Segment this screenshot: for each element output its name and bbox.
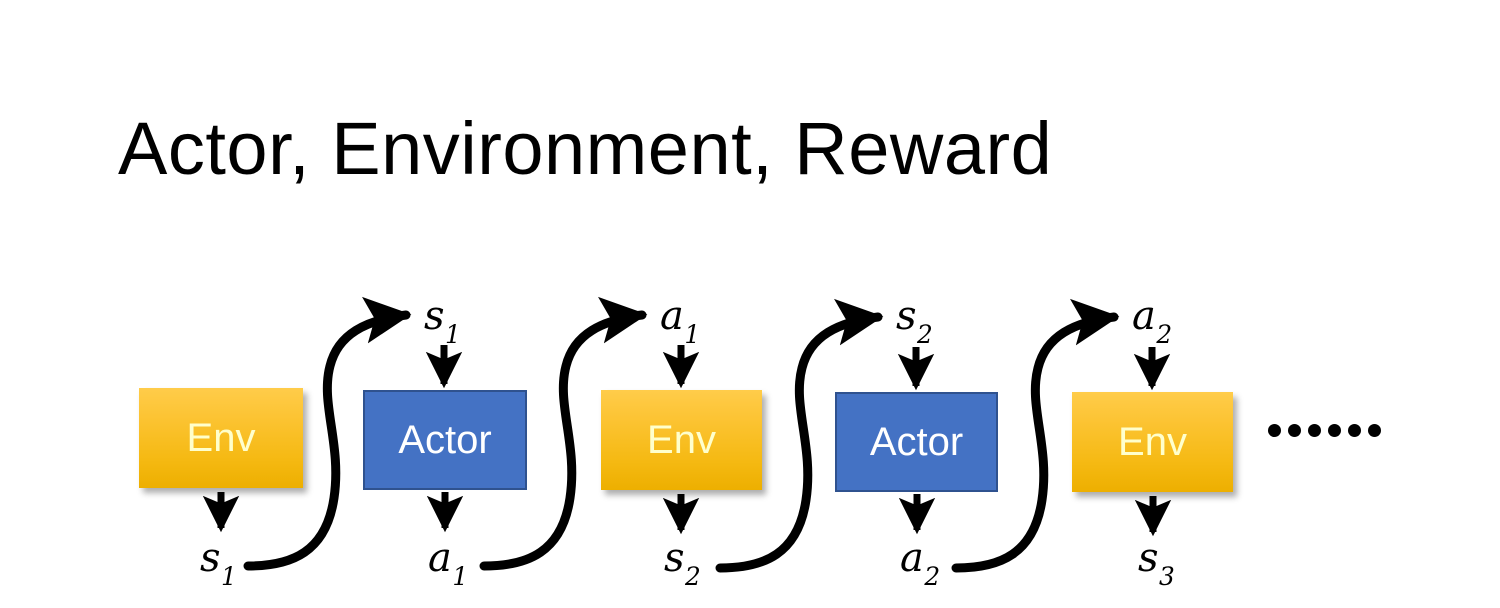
symbol: a (900, 535, 924, 581)
ellipsis-continuation (1268, 424, 1381, 437)
subscript: 1 (221, 562, 237, 592)
ellipsis-dot (1348, 424, 1361, 437)
subscript: 2 (924, 562, 941, 592)
symbol: s (424, 293, 445, 339)
node-env-3[interactable]: Env (1072, 392, 1233, 492)
page-title: Actor, Environment, Reward (118, 107, 1053, 190)
node-env-2[interactable]: Env (601, 390, 762, 490)
ellipsis-dot (1268, 424, 1281, 437)
action-label-a1-bottom: a1 (428, 535, 468, 589)
ellipsis-dot-group (1328, 424, 1381, 437)
state-label-s2-bottom: s2 (664, 535, 701, 589)
subscript: 3 (1159, 562, 1175, 592)
node-actor-1[interactable]: Actor (363, 390, 527, 490)
subscript: 1 (452, 562, 469, 592)
node-label: Env (1118, 420, 1187, 464)
node-label: Env (186, 416, 256, 460)
symbol: a (1132, 293, 1156, 339)
subscript: 2 (917, 320, 933, 350)
node-env-1[interactable]: Env (139, 388, 303, 488)
subscript: 1 (684, 320, 701, 350)
symbol: s (1138, 535, 1159, 581)
subscript: 1 (445, 320, 461, 350)
action-label-a1-top: a1 (660, 293, 700, 347)
action-label-a2-bottom: a2 (900, 535, 940, 589)
action-label-a2-top: a2 (1132, 293, 1172, 347)
symbol: a (428, 535, 452, 581)
ellipsis-dot (1328, 424, 1341, 437)
node-label: Env (647, 418, 716, 462)
symbol: s (664, 535, 685, 581)
state-label-s1-bottom: s1 (200, 535, 237, 589)
ellipsis-dot (1368, 424, 1381, 437)
node-label: Actor (398, 418, 492, 462)
ellipsis-dot-group (1268, 424, 1321, 437)
state-label-s2-top: s2 (896, 293, 933, 347)
state-label-s1-top: s1 (424, 293, 461, 347)
ellipsis-dot (1288, 424, 1301, 437)
symbol: s (200, 535, 221, 581)
node-actor-2[interactable]: Actor (835, 392, 998, 492)
node-label: Actor (869, 420, 964, 464)
symbol: a (660, 293, 684, 339)
state-label-s3-bottom: s3 (1138, 535, 1175, 589)
subscript: 2 (685, 562, 701, 592)
ellipsis-dot (1308, 424, 1321, 437)
subscript: 2 (1156, 320, 1173, 350)
symbol: s (896, 293, 917, 339)
